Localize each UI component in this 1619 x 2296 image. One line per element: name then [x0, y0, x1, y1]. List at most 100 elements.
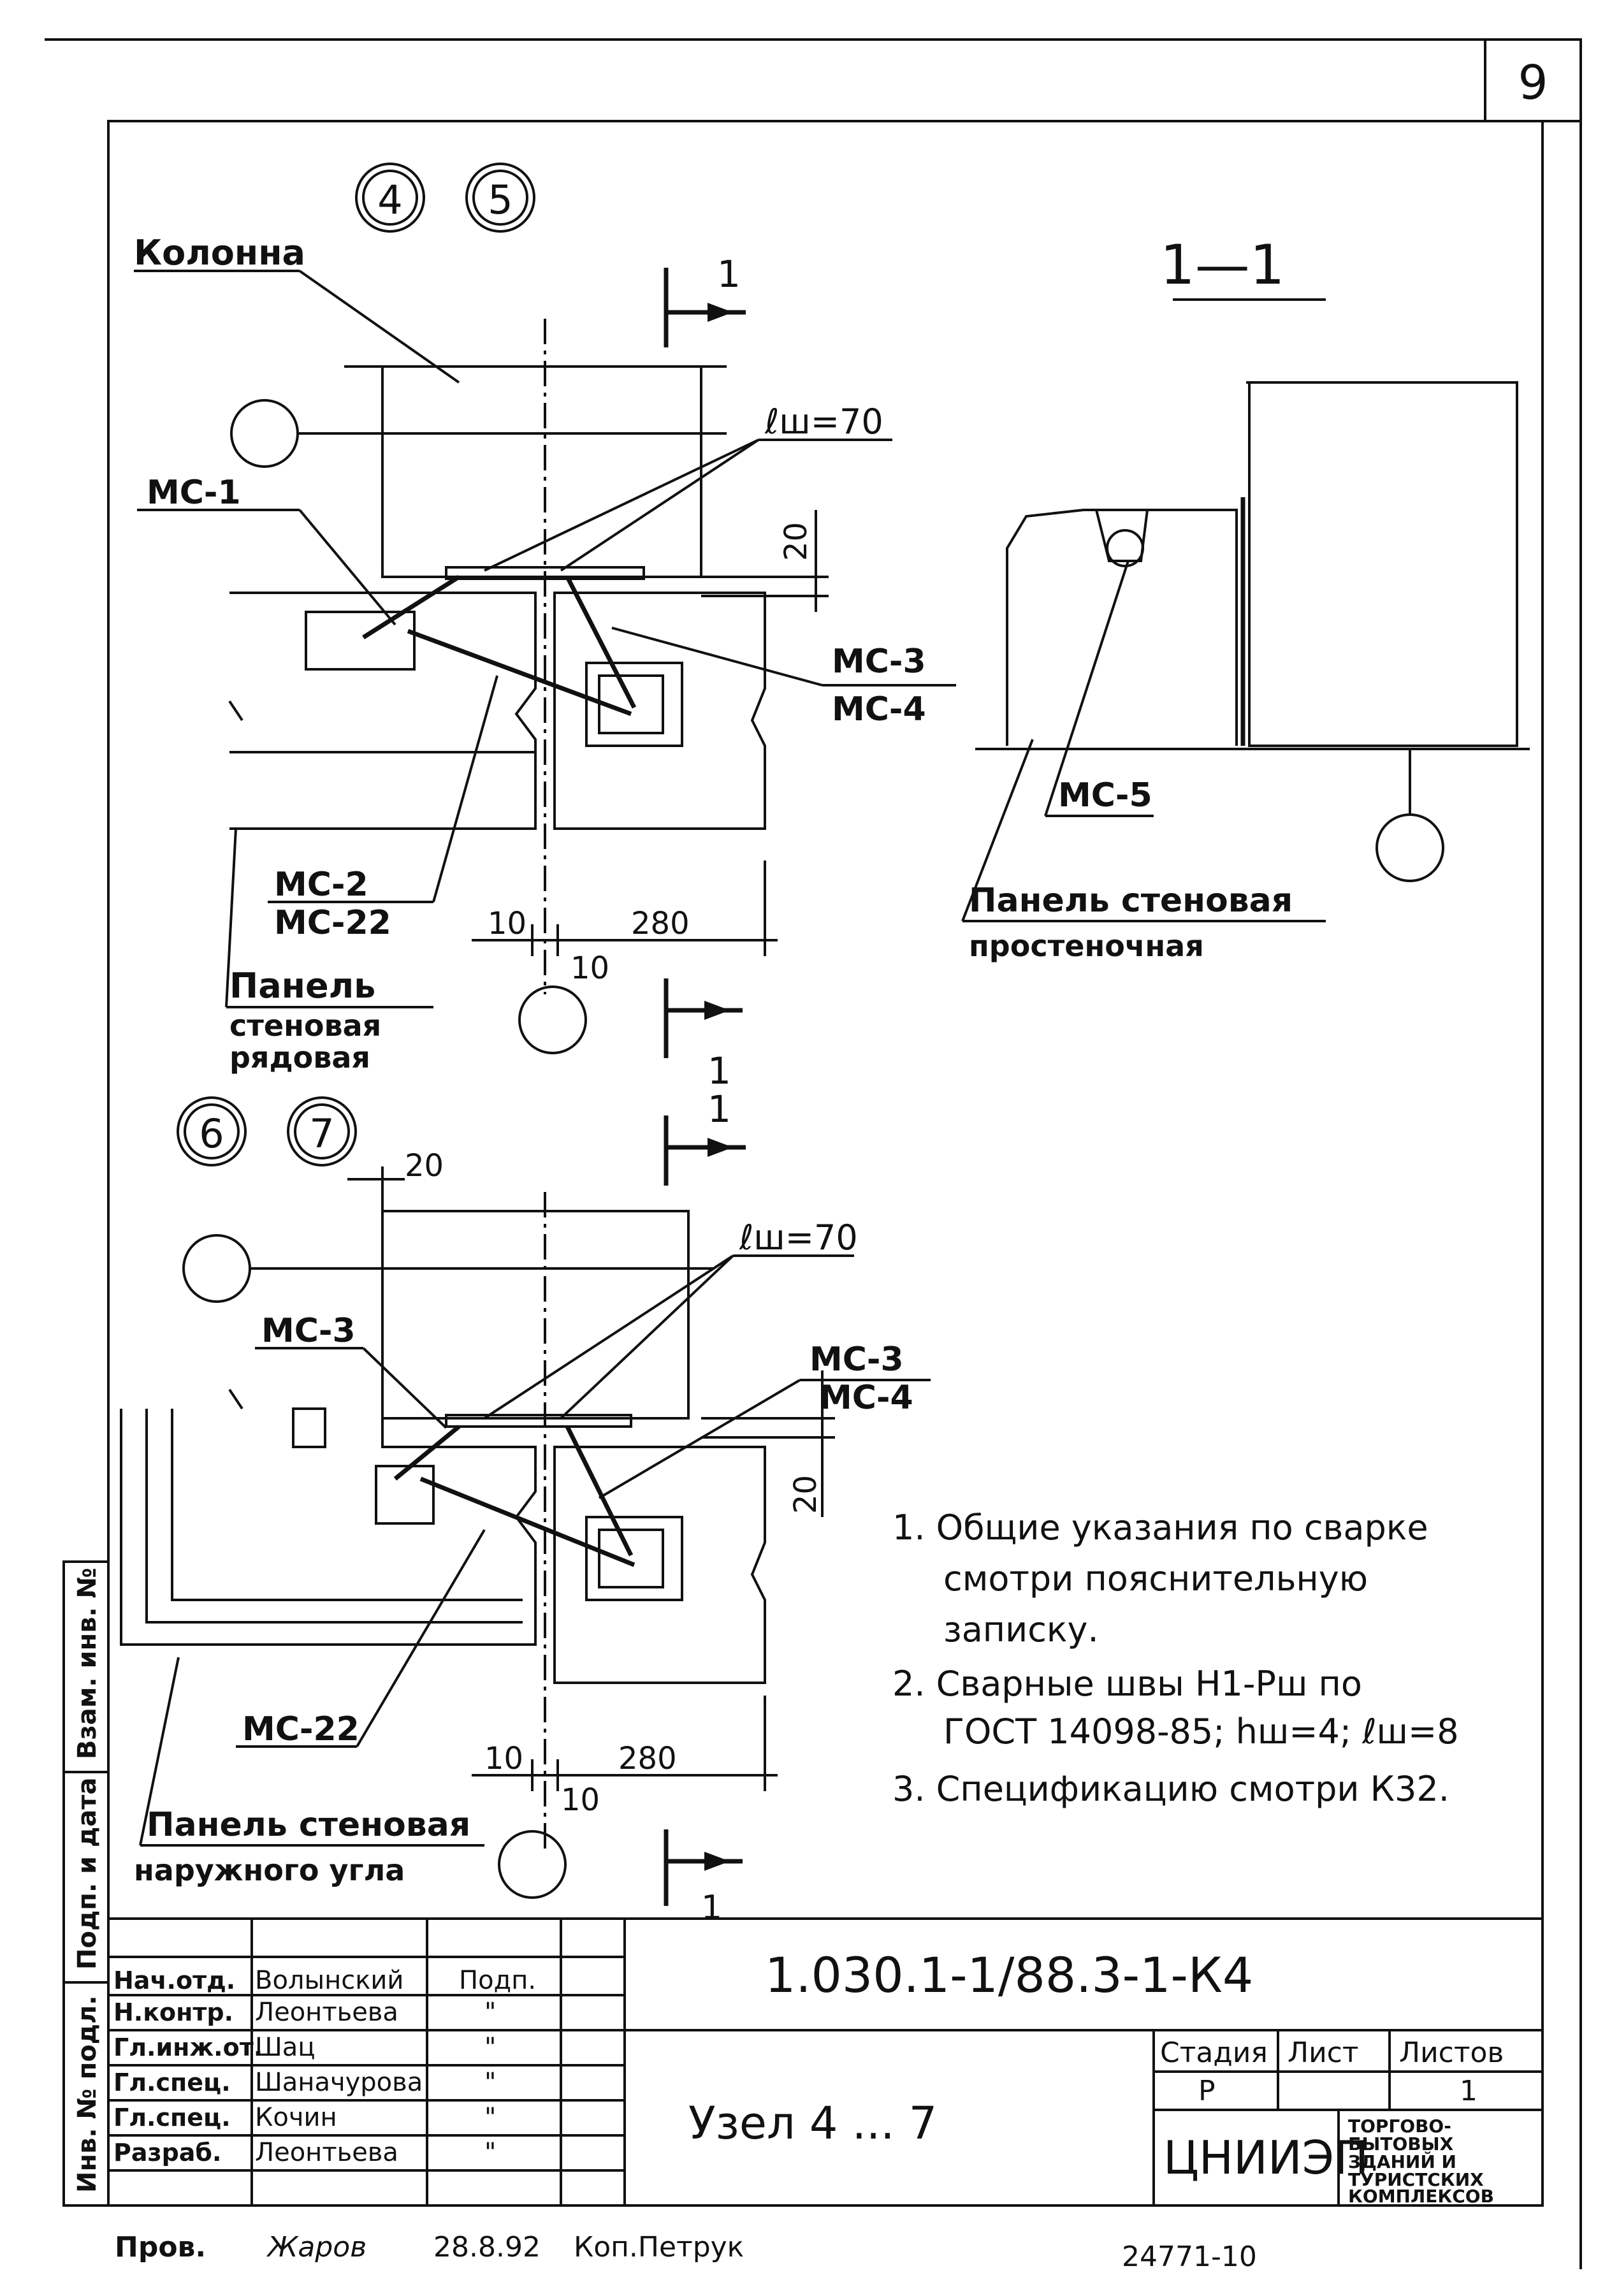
label-panel-corner-1: Панель стеновая	[147, 1806, 470, 1844]
org-sub-1: ТОРГОВО-	[1348, 2116, 1451, 2137]
staff-name-3: Шаначурова	[255, 2068, 423, 2097]
dim-10a-top: 10	[488, 906, 526, 941]
node-marker-4: 4	[377, 177, 402, 223]
check-name: Жаров	[266, 2231, 367, 2263]
note-1-line1: 1. Общие указания по сварке	[892, 1508, 1428, 1548]
node-markers-bottom: 6 7	[177, 1096, 357, 1166]
check-date: 28.8.92	[433, 2231, 541, 2263]
org-sub-2: БЫТОВЫХ	[1348, 2133, 1454, 2154]
side-stamp: Инв. № подл. Подп. и дата Взам. инв. №	[62, 1560, 110, 2207]
label-ms3-top: МС-3	[832, 643, 926, 681]
stamp-replace-inv: Взам. инв. №	[73, 1567, 102, 1759]
dim-20-top: 20	[778, 522, 814, 561]
column-section	[381, 365, 702, 578]
label-panel-pier-2: простеночная	[969, 929, 1204, 963]
panel-row-top	[228, 592, 766, 830]
label-ms22-top: МС-22	[274, 904, 391, 942]
copy-label: Коп.Петрук	[574, 2231, 744, 2263]
notes: 1. Общие указания по сварке смотри поясн…	[892, 1508, 1459, 1809]
dim-280-top: 280	[631, 906, 690, 941]
staff-role-0: Нач.отд.	[113, 1966, 235, 1994]
sign-header: Подп.	[459, 1966, 536, 1995]
staff-sign-3: "	[484, 2068, 496, 2097]
sheets-header: Листов	[1399, 2037, 1504, 2069]
staff-sign-1: "	[484, 1998, 496, 2027]
dim-280-bottom: 280	[618, 1741, 677, 1776]
note-3: 3. Спецификацию смотри К32.	[892, 1769, 1449, 1809]
label-column: Колонна	[134, 233, 305, 273]
title-block: Нач.отд. Волынский Подп. Н.контр. Леонть…	[108, 1917, 1543, 2207]
stamp-inv-no: Инв. № подл.	[73, 1995, 102, 2193]
label-panel-corner-2: наружного угла	[134, 1853, 405, 1887]
org-sub-4: ТУРИСТСКИХ	[1348, 2169, 1484, 2190]
sheet-header: Лист	[1288, 2037, 1359, 2069]
stage-header: Стадия	[1160, 2037, 1268, 2069]
check-label: Пров.	[115, 2231, 206, 2263]
connection-bars-bottom	[393, 1425, 635, 1567]
section-cut-label-bottom: 1	[708, 1087, 731, 1131]
section-column	[1248, 381, 1518, 747]
staff-role-1: Н.контр.	[113, 1998, 233, 2026]
dim-20-bottom-top: 20	[405, 1148, 444, 1184]
stamp-sign-date: Подп. и дата	[73, 1778, 102, 1970]
staff-name-0: Волынский	[255, 1966, 403, 1995]
note-1-line3: записку.	[943, 1609, 1099, 1650]
node-marker-7: 7	[309, 1110, 334, 1157]
staff-name-2: Шац	[255, 2033, 316, 2062]
node-marker-6: 6	[199, 1110, 224, 1157]
dim-10a-bottom: 10	[484, 1741, 523, 1776]
label-ms4-bottom: МС-4	[819, 1379, 913, 1417]
section-cut-bottom-lower: 1	[664, 1829, 743, 1927]
axis-marker-section	[1376, 813, 1444, 882]
org-sub-3: ЗДАНИЙ И	[1348, 2151, 1456, 2172]
dim-10b-bottom: 10	[561, 1782, 600, 1818]
dim-20-bottom: 20	[788, 1475, 824, 1514]
staff-sign-5: "	[484, 2138, 496, 2167]
staff-role-5: Разраб.	[113, 2139, 221, 2167]
label-panel-row-2: стеновая	[229, 1008, 381, 1043]
staff-sign-4: "	[484, 2103, 496, 2132]
section-cut-top: 1	[664, 252, 746, 347]
label-ms22-bottom: МС-22	[242, 1710, 359, 1748]
axis-marker-bottom-lower	[498, 1830, 567, 1899]
document-code: 1.030.1-1/88.3-1-К4	[765, 1947, 1253, 2003]
label-ms2-top: МС-2	[274, 866, 368, 904]
label-ms1-top: МС-1	[147, 474, 241, 512]
sheet-number-box	[1484, 38, 1582, 122]
inventory-number: 24771-10	[1122, 2241, 1257, 2273]
org-sub-5: КОМПЛЕКСОВ	[1348, 2186, 1494, 2207]
section-cut-label-bottom-lower: 1	[701, 1889, 722, 1927]
column-section-bottom	[381, 1210, 690, 1420]
axis-marker-top	[230, 399, 299, 468]
section-cut-label-top-lower: 1	[708, 1049, 731, 1093]
dim-10b-top: 10	[570, 950, 609, 986]
sheet-title: Узел 4 ... 7	[688, 2097, 937, 2149]
sheets-value: 1	[1460, 2075, 1477, 2107]
panel-corner	[120, 1388, 766, 1684]
staff-name-4: Кочин	[255, 2103, 337, 2132]
node-marker-5: 5	[488, 177, 512, 223]
staff-role-4: Гл.спец.	[113, 2103, 231, 2132]
label-ms5: МС-5	[1058, 776, 1152, 815]
label-ms3-bottom-left: МС-3	[261, 1312, 356, 1350]
label-ms3-bottom-right: МС-3	[810, 1341, 904, 1379]
sheet-number: 9	[1518, 55, 1548, 110]
connection-bars-top	[362, 575, 637, 716]
staff-name-5: Леонтьева	[255, 2138, 398, 2167]
note-1-line2: смотри пояснительную	[943, 1559, 1368, 1599]
section-title: 1—1	[1160, 233, 1284, 297]
label-weld-length-bottom: ℓш=70	[739, 1217, 858, 1258]
note-2-line1: 2. Сварные швы Н1-Рш по	[892, 1664, 1362, 1704]
label-weld-length-top: ℓш=70	[764, 402, 883, 442]
org-name: ЦНИИЭП	[1163, 2131, 1369, 2184]
section-panel	[1006, 509, 1238, 746]
label-panel-row-1: Панель	[229, 966, 375, 1006]
section-cut-top-lower: 1	[664, 978, 743, 1093]
footer-line: Пров. Жаров 28.8.92 Коп.Петрук 24771-10	[115, 2231, 1257, 2273]
label-panel-row-3: рядовая	[229, 1040, 370, 1075]
staff-role-3: Гл.спец.	[113, 2068, 231, 2096]
node-markers-top: 4 5	[355, 163, 535, 233]
axis-marker-bottom-top	[518, 985, 587, 1054]
drawing-frame	[107, 120, 1544, 2207]
